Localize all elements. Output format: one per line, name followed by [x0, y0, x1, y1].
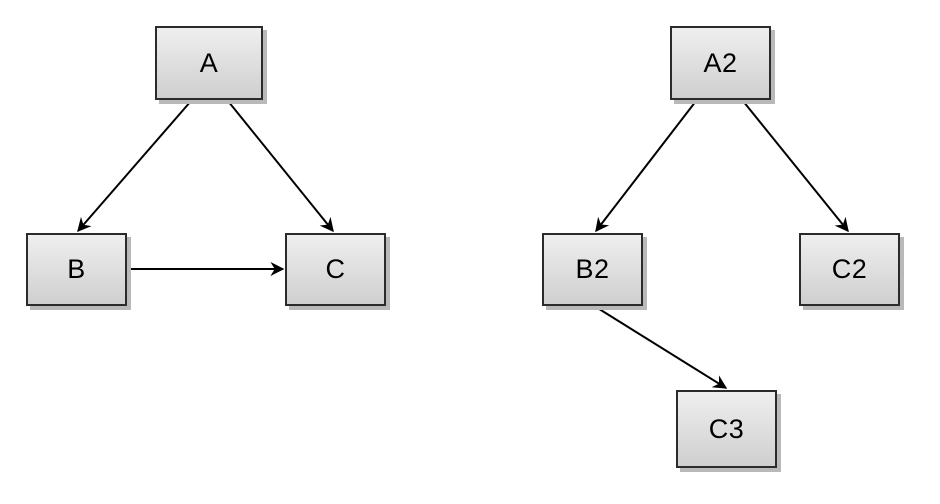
- node-label-b2: B2: [575, 254, 610, 284]
- edge-a-to-c: [227, 100, 334, 233]
- edge-a2-to-c2: [742, 100, 849, 233]
- node-label-c3: C3: [708, 413, 745, 444]
- node-c2[interactable]: C2: [799, 233, 900, 306]
- node-label-a2: A2: [703, 47, 738, 78]
- node-b2[interactable]: B2: [542, 233, 643, 306]
- edge-b2-to-c3: [595, 306, 728, 389]
- node-b[interactable]: B: [26, 233, 127, 306]
- node-a2[interactable]: A2: [670, 26, 771, 100]
- node-a[interactable]: A: [155, 26, 263, 100]
- edges-group: [77, 100, 849, 389]
- node-c3[interactable]: C3: [676, 390, 777, 468]
- edge-a2-to-b2: [595, 100, 697, 233]
- node-c[interactable]: C: [285, 233, 386, 306]
- edge-a-to-b: [77, 100, 192, 233]
- node-label-a: A: [199, 47, 219, 78]
- node-label-b: B: [67, 254, 86, 284]
- node-label-c: C: [325, 254, 346, 284]
- node-label-c2: C2: [831, 254, 868, 284]
